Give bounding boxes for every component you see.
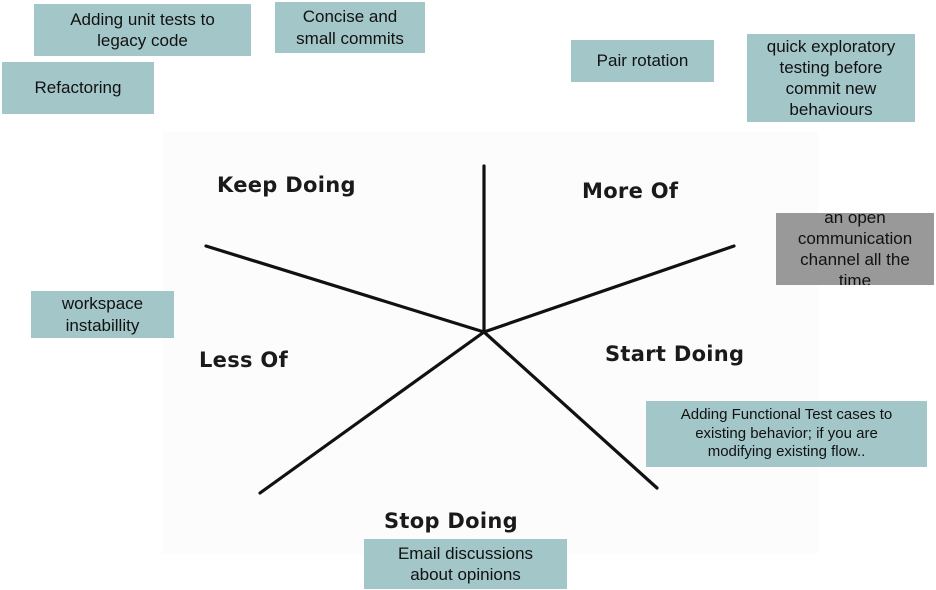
spoke-lower-right [482, 330, 659, 490]
note-exploratory-testing-text: quick exploratory testing before commit … [766, 36, 896, 120]
note-functional-tests-text: Adding Functional Test cases to existing… [680, 405, 893, 461]
spoke-upper-left [204, 244, 486, 334]
note-workspace-instability-text: workspace instabillity [61, 294, 144, 335]
note-email-discussions-text: Email discussions about opinions [397, 543, 534, 584]
note-refactoring[interactable]: Refactoring [2, 62, 154, 114]
note-open-communication-text: an open communication channel all the ti… [797, 213, 913, 285]
note-unit-tests-text: Adding unit tests to legacy code [70, 9, 215, 50]
start-doing-label: Start Doing [605, 342, 745, 366]
note-workspace-instability[interactable]: workspace instabillity [31, 291, 174, 338]
keep-doing-label: Keep Doing [217, 173, 356, 197]
note-exploratory-testing[interactable]: quick exploratory testing before commit … [747, 34, 915, 122]
note-unit-tests[interactable]: Adding unit tests to legacy code [34, 4, 251, 56]
note-small-commits-text: Concise and small commits [296, 7, 404, 48]
spoke-lower-left [258, 330, 486, 495]
note-refactoring-text: Refactoring [34, 78, 122, 98]
note-small-commits[interactable]: Concise and small commits [275, 2, 425, 53]
note-email-discussions[interactable]: Email discussions about opinions [364, 539, 567, 589]
note-pair-rotation-text: Pair rotation [596, 51, 689, 71]
more-of-label: More Of [582, 179, 679, 203]
stop-doing-label: Stop Doing [384, 509, 518, 533]
spoke-upper-right [482, 244, 736, 334]
note-open-communication[interactable]: an open communication channel all the ti… [776, 213, 934, 285]
less-of-label: Less Of [199, 348, 289, 372]
note-functional-tests[interactable]: Adding Functional Test cases to existing… [646, 401, 927, 467]
note-pair-rotation[interactable]: Pair rotation [571, 40, 714, 82]
